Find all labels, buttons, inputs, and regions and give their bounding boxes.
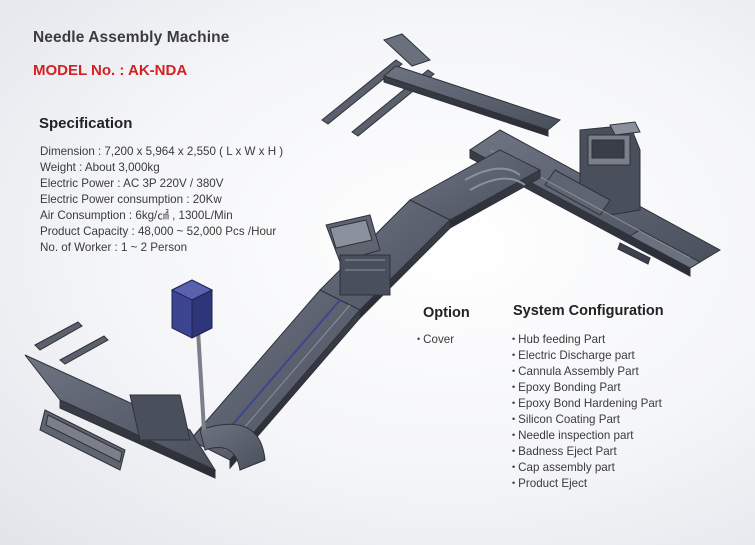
bullet-icon: •: [512, 478, 516, 488]
spec-item: Dimension : 7,200 x 5,964 x 2,550 ( L x …: [40, 145, 284, 158]
hub-feeding-rails: [321, 33, 562, 137]
system-item: •Needle inspection part: [512, 428, 662, 444]
spec-item: Electric Power consumption : 20Kw: [40, 193, 222, 206]
system-configuration-heading: System Configuration: [513, 303, 664, 319]
system-item: •Badness Eject Part: [512, 444, 662, 460]
spec-item: Air Consumption : 6kg/㎠ , 1300L/Min: [40, 209, 233, 222]
bullet-icon: •: [512, 350, 516, 360]
system-item-label: Epoxy Bond Hardening Part: [518, 397, 662, 410]
bullet-icon: •: [417, 334, 421, 344]
center-section: [319, 199, 451, 320]
system-item: •Product Eject: [512, 476, 662, 492]
system-item: •Silicon Coating Part: [512, 412, 662, 428]
spec-item: Electric Power : AC 3P 220V / 380V: [40, 177, 224, 190]
system-item: •Epoxy Bond Hardening Part: [512, 396, 662, 412]
right-process-section: [469, 121, 722, 277]
bullet-icon: •: [512, 446, 516, 456]
bullet-icon: •: [512, 462, 516, 472]
specification-heading: Specification: [39, 115, 133, 132]
spec-item: Product Capacity : 48,000 ~ 52,000 Pcs /…: [40, 225, 277, 238]
bullet-icon: •: [512, 430, 516, 440]
conveyor-bend: [199, 423, 266, 471]
system-item: •Electric Discharge part: [512, 348, 662, 364]
page-title: Needle Assembly Machine: [33, 29, 230, 46]
spec-item: Weight : About 3,000kg: [40, 161, 160, 174]
system-item-label: Electric Discharge part: [518, 349, 635, 362]
control-box: [170, 279, 214, 431]
left-feeding-station: [24, 321, 217, 479]
system-item-label: Cap assembly part: [518, 461, 615, 474]
system-item: •Hub feeding Part: [512, 332, 662, 348]
option-heading: Option: [423, 305, 470, 321]
system-item: •Cap assembly part: [512, 460, 662, 476]
spec-item: No. of Worker : 1 ~ 2 Person: [40, 241, 188, 254]
option-list: •Cover: [417, 332, 454, 348]
system-item-label: Hub feeding Part: [518, 333, 606, 346]
bullet-icon: •: [512, 398, 516, 408]
bullet-icon: •: [512, 382, 516, 392]
system-item-label: Needle inspection part: [518, 429, 634, 442]
model-number: MODEL No. : AK-NDA: [33, 62, 188, 79]
system-configuration-list: •Hub feeding Part •Electric Discharge pa…: [512, 332, 662, 492]
bullet-icon: •: [512, 414, 516, 424]
system-item-label: Cannula Assembly Part: [518, 365, 639, 378]
lower-conveyor: [189, 289, 361, 470]
system-item-label: Silicon Coating Part: [518, 413, 620, 426]
system-item-label: Product Eject: [518, 477, 588, 490]
system-item: •Epoxy Bonding Part: [512, 380, 662, 396]
specification-list: Dimension : 7,200 x 5,964 x 2,550 ( L x …: [40, 144, 283, 256]
option-item: •Cover: [417, 332, 454, 348]
system-item: •Cannula Assembly Part: [512, 364, 662, 380]
option-item-label: Cover: [423, 333, 455, 346]
upper-conveyor: [408, 149, 542, 229]
bullet-icon: •: [512, 366, 516, 376]
system-item-label: Badness Eject Part: [518, 445, 617, 458]
system-item-label: Epoxy Bonding Part: [518, 381, 621, 394]
bullet-icon: •: [512, 334, 516, 344]
